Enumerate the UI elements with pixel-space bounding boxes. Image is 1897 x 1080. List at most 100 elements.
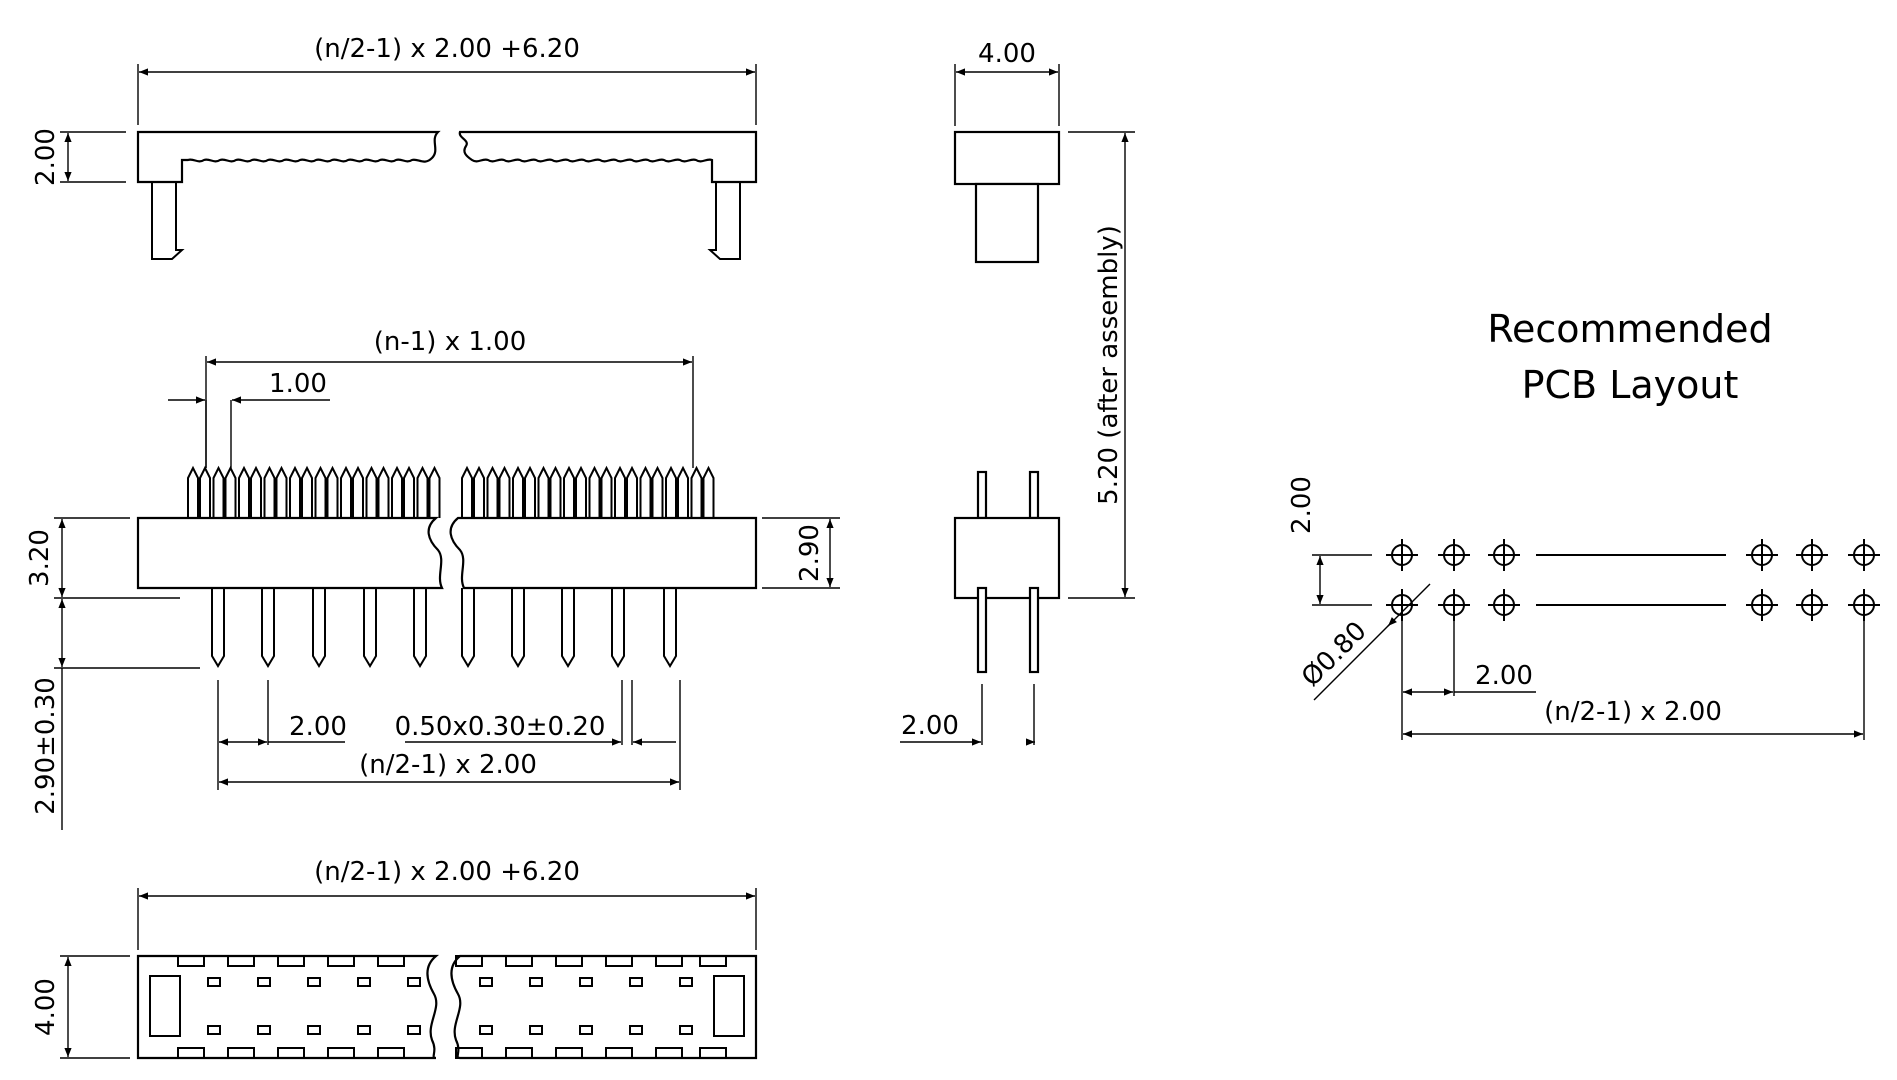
- front-bottom-pins: [211, 588, 677, 668]
- front-top-pin: [486, 465, 511, 518]
- front-pin-section-label: 0.50x0.30±0.20: [395, 712, 606, 742]
- front-pin-length-label: 2.90±0.30: [31, 677, 61, 815]
- pcb-hole: [1848, 539, 1880, 571]
- pcb-title-line2: PCB Layout: [1522, 363, 1739, 407]
- front-top-pin: [416, 465, 441, 518]
- bottom-inner-slot-top: [407, 977, 421, 987]
- front-top-pin: [512, 465, 536, 518]
- top-view-latch-left: [151, 182, 185, 260]
- bottom-latch-slot-left: [149, 975, 181, 1037]
- bottom-edge-slot-bottom: [377, 1047, 405, 1059]
- side-view-width-label: 4.00: [978, 39, 1036, 69]
- side-pin-pitch-label: 2.00: [901, 711, 959, 741]
- side-body: [953, 516, 1061, 600]
- front-top-pins: [187, 465, 715, 518]
- bottom-edge-slot-top: [655, 955, 683, 967]
- front-top-pin: [588, 465, 613, 518]
- front-top-pin: [665, 465, 689, 518]
- front-top-pin: [537, 465, 562, 518]
- front-body-height-label: 3.20: [25, 529, 55, 587]
- bottom-view: (n/2-1) x 2.00 +6.20 4.00: [31, 857, 758, 1060]
- bottom-view-width-label: (n/2-1) x 2.00 +6.20: [314, 857, 580, 887]
- bottom-edge-slot-top: [699, 955, 727, 967]
- front-shoulder-label: 2.90: [795, 524, 825, 582]
- top-view-latch-right: [707, 182, 741, 260]
- top-view: (n/2-1) x 2.00 +6.20 2.00: [31, 34, 758, 260]
- front-bottom-pin: [261, 588, 275, 668]
- front-bottom-pin: [611, 588, 625, 668]
- front-pitch-total-label: (n-1) x 1.00: [374, 327, 527, 357]
- side-view-top: 4.00: [953, 39, 1061, 264]
- bottom-inner-slot-top: [679, 977, 693, 987]
- front-bottom-pin: [413, 588, 427, 668]
- pcb-hole: [1488, 589, 1520, 621]
- bottom-edge-slot-bottom: [605, 1047, 633, 1059]
- pcb-hole: [1746, 539, 1778, 571]
- front-bottom-pin: [561, 588, 575, 668]
- side-view-stem: [974, 182, 1040, 264]
- bottom-inner-slot-bottom: [479, 1025, 493, 1035]
- pcb-hole: [1386, 539, 1418, 571]
- bottom-edge-slot-bottom: [655, 1047, 683, 1059]
- front-bottom-pin: [511, 588, 525, 668]
- top-view-body-left: [136, 130, 441, 184]
- top-view-body-right: [458, 130, 758, 184]
- bottom-edge-slot-bottom: [327, 1047, 355, 1059]
- front-top-pin: [314, 465, 339, 518]
- front-row-total-label: (n/2-1) x 2.00: [359, 750, 537, 780]
- bottom-inner-slot-top: [579, 977, 593, 987]
- bottom-edge-slot-top: [277, 955, 305, 967]
- front-top-pin: [340, 465, 364, 518]
- bottom-inner-slot-bottom: [307, 1025, 321, 1035]
- bottom-inner-slot-bottom: [579, 1025, 593, 1035]
- pcb-title-line1: Recommended: [1487, 307, 1772, 351]
- overall-height-label: 5.20 (after assembly): [1094, 225, 1124, 505]
- front-view-body-right: [449, 516, 758, 590]
- bottom-edge-slot-bottom: [555, 1047, 583, 1059]
- front-view-body-left: [136, 516, 444, 590]
- pcb-hole-diameter-label: Ø0.80: [1296, 616, 1373, 693]
- side-view-head: [953, 130, 1061, 186]
- front-top-pin: [212, 465, 237, 518]
- pcb-col-pitch-label: 2.00: [1475, 661, 1533, 691]
- front-top-pin: [639, 465, 664, 518]
- pcb-hole: [1796, 539, 1828, 571]
- bottom-edge-slot-top: [177, 955, 205, 967]
- front-top-pin: [391, 465, 415, 518]
- bottom-inner-slot-bottom: [679, 1025, 693, 1035]
- pcb-hole: [1386, 589, 1418, 621]
- top-view-width-label: (n/2-1) x 2.00 +6.20: [314, 34, 580, 64]
- bottom-edge-slot-bottom: [699, 1047, 727, 1059]
- bottom-latch-slot-right: [713, 975, 745, 1037]
- bottom-edge-slot-top: [377, 955, 405, 967]
- bottom-edge-slot-bottom: [455, 1047, 483, 1059]
- bottom-inner-slot-bottom: [629, 1025, 643, 1035]
- pcb-hole: [1796, 589, 1828, 621]
- pcb-holes: [1386, 539, 1880, 621]
- bottom-edge-slot-top: [505, 955, 533, 967]
- front-bottom-pin: [663, 588, 677, 668]
- bottom-view-height-label: 4.00: [31, 978, 61, 1036]
- front-top-pin: [289, 465, 313, 518]
- bottom-inner-slot-bottom: [207, 1025, 221, 1035]
- front-bottom-pin: [363, 588, 377, 668]
- bottom-inner-slot-bottom: [407, 1025, 421, 1035]
- bottom-edge-slot-bottom: [177, 1047, 205, 1059]
- front-bottom-pin: [461, 588, 475, 668]
- front-top-pin: [690, 465, 715, 518]
- front-top-pin: [187, 465, 211, 518]
- bottom-edge-slot-top: [555, 955, 583, 967]
- pcb-hole: [1488, 539, 1520, 571]
- bottom-inner-slot-top: [357, 977, 371, 987]
- bottom-edge-slot-top: [455, 955, 483, 967]
- side-pin-top-left: [976, 470, 988, 520]
- bottom-inner-slot-top: [257, 977, 271, 987]
- bottom-view-slots: [177, 955, 727, 1059]
- front-pitch-label: 1.00: [269, 369, 327, 399]
- pcb-hole: [1438, 589, 1470, 621]
- front-bottom-pin: [312, 588, 326, 668]
- front-top-pin: [365, 465, 390, 518]
- bottom-view-body-right: [450, 954, 758, 1060]
- pcb-hole: [1848, 589, 1880, 621]
